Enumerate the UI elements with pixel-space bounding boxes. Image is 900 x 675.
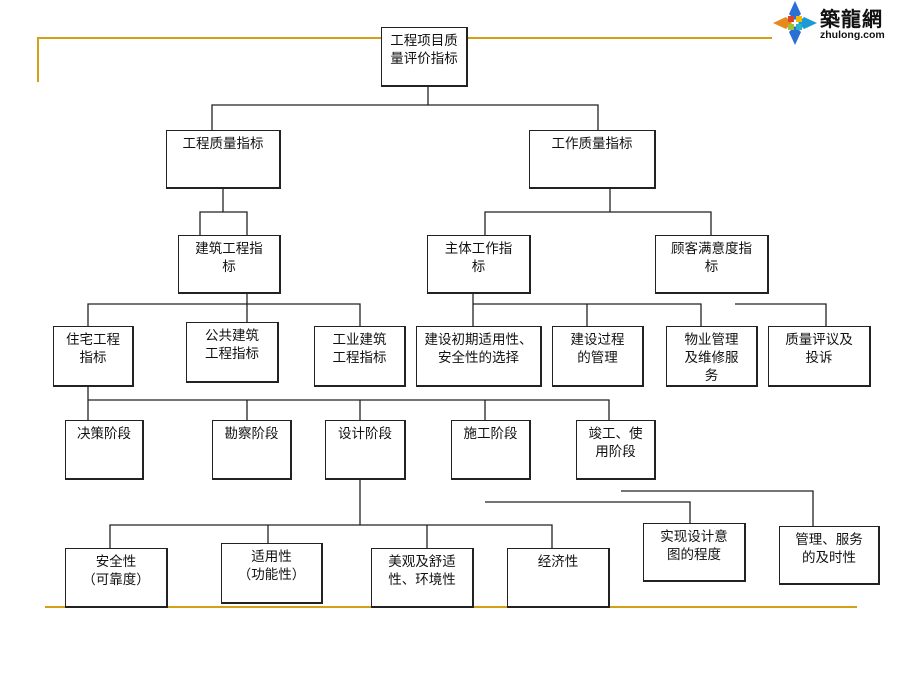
node-text: 性、环境性 — [388, 572, 456, 588]
node-design-intent: 实现设计意图的程度 — [643, 523, 746, 582]
node-text: 主体工作指 — [444, 241, 513, 257]
node-text: 竣工、使 — [588, 426, 643, 442]
node-text: 标 — [222, 259, 236, 275]
node-text: 标 — [471, 259, 486, 275]
node-text: 工程项目质 — [390, 33, 458, 49]
decorative-gold-lines — [37, 37, 857, 608]
node-text: 勘察阶段 — [224, 426, 279, 442]
node-safety: 安全性 （可靠度） — [65, 548, 168, 608]
logo-domain: zhulong.com — [820, 29, 885, 41]
node-text: 量评价指标 — [390, 51, 458, 67]
node-text: 用阶段 — [595, 444, 636, 460]
node-text: 美观及舒适 — [388, 554, 456, 570]
node-text: 管理、服务 — [795, 532, 863, 548]
node-text: 及维修服 — [684, 350, 739, 366]
node-complaints: 质量评议及投诉 — [768, 326, 871, 387]
node-text: 施工阶段 — [463, 426, 518, 442]
node-text: 实现设计意 — [660, 529, 728, 545]
node-industrial-building: 工业建筑工程指标 — [314, 326, 406, 387]
node-aesthetics: 美观及舒适性、环境性 — [371, 548, 474, 608]
node-construction-stage: 施工阶段 — [451, 420, 531, 480]
node-economy: 经济性 — [507, 548, 610, 608]
node-timeliness: 管理、服务的及时性 — [779, 526, 880, 585]
node-text: 建筑工程指 — [195, 241, 263, 257]
node-completion-stage: 竣工、使用阶段 — [576, 420, 656, 480]
node-text: 工业建筑 — [332, 332, 387, 348]
node-text: 公共建筑 — [205, 328, 259, 344]
node-text: 顾客满意度指 — [671, 241, 752, 257]
node-text: 物业管理 — [684, 332, 739, 348]
node-building-eng: 建筑工程指标 — [178, 235, 281, 294]
node-text: 指标 — [79, 350, 107, 366]
node-project-quality: 工程质量指标 — [166, 130, 281, 189]
node-text: 建设过程 — [570, 332, 625, 348]
node-main-work: 主体工作指标 — [427, 235, 531, 294]
node-root: 工程项目质量评价指标 — [381, 27, 468, 87]
node-work-quality: 工作质量指标 — [529, 130, 656, 189]
node-applicability: 适用性 （功能性） — [221, 543, 323, 604]
node-text: 质量评议及 — [785, 332, 853, 348]
zhulong-logo: 築龍網 zhulong.com — [772, 0, 900, 46]
node-text: 安全性的选择 — [438, 350, 519, 366]
node-text: 图的程度 — [667, 547, 721, 563]
node-text: 设计阶段 — [338, 426, 392, 442]
node-text: 工程指标 — [332, 350, 387, 366]
top-gold-line — [37, 37, 775, 82]
node-text: （功能性） — [237, 567, 306, 583]
logo-chinese-name: 築龍網 — [820, 7, 883, 31]
node-survey-stage: 勘察阶段 — [212, 420, 292, 480]
node-construction-mgmt: 建设过程的管理 — [552, 326, 644, 387]
node-customer-satisfaction: 顾客满意度指标 — [655, 235, 769, 294]
node-text: 的管理 — [577, 350, 618, 366]
node-property-mgmt: 物业管理及维修服务 — [666, 326, 758, 387]
node-text: 决策阶段 — [77, 426, 131, 442]
node-text: 工程指标 — [205, 346, 259, 362]
node-text: 标 — [704, 259, 719, 275]
tree-connectors — [87, 86, 827, 548]
node-text: 经济性 — [537, 554, 579, 570]
node-decision-stage: 决策阶段 — [65, 420, 144, 480]
node-text: 工作质量指标 — [551, 136, 633, 152]
node-design-stage: 设计阶段 — [325, 420, 406, 480]
node-text: 适用性 — [251, 549, 292, 565]
node-text: 投诉 — [805, 350, 833, 366]
node-text: （可靠度） — [82, 572, 150, 588]
logo-mark-icon — [773, 1, 817, 45]
node-early-selection: 建设初期适用性、安全性的选择 — [416, 326, 542, 387]
node-residential: 住宅工程指标 — [53, 326, 134, 387]
node-text: 建设初期适用性、 — [424, 332, 533, 348]
node-text: 的及时性 — [802, 550, 856, 566]
node-public-building: 公共建筑工程指标 — [186, 322, 279, 383]
node-text: 工程质量指标 — [182, 136, 264, 152]
node-text: 住宅工程 — [66, 332, 120, 348]
node-text: 安全性 — [95, 554, 137, 570]
node-text: 务 — [704, 368, 719, 384]
